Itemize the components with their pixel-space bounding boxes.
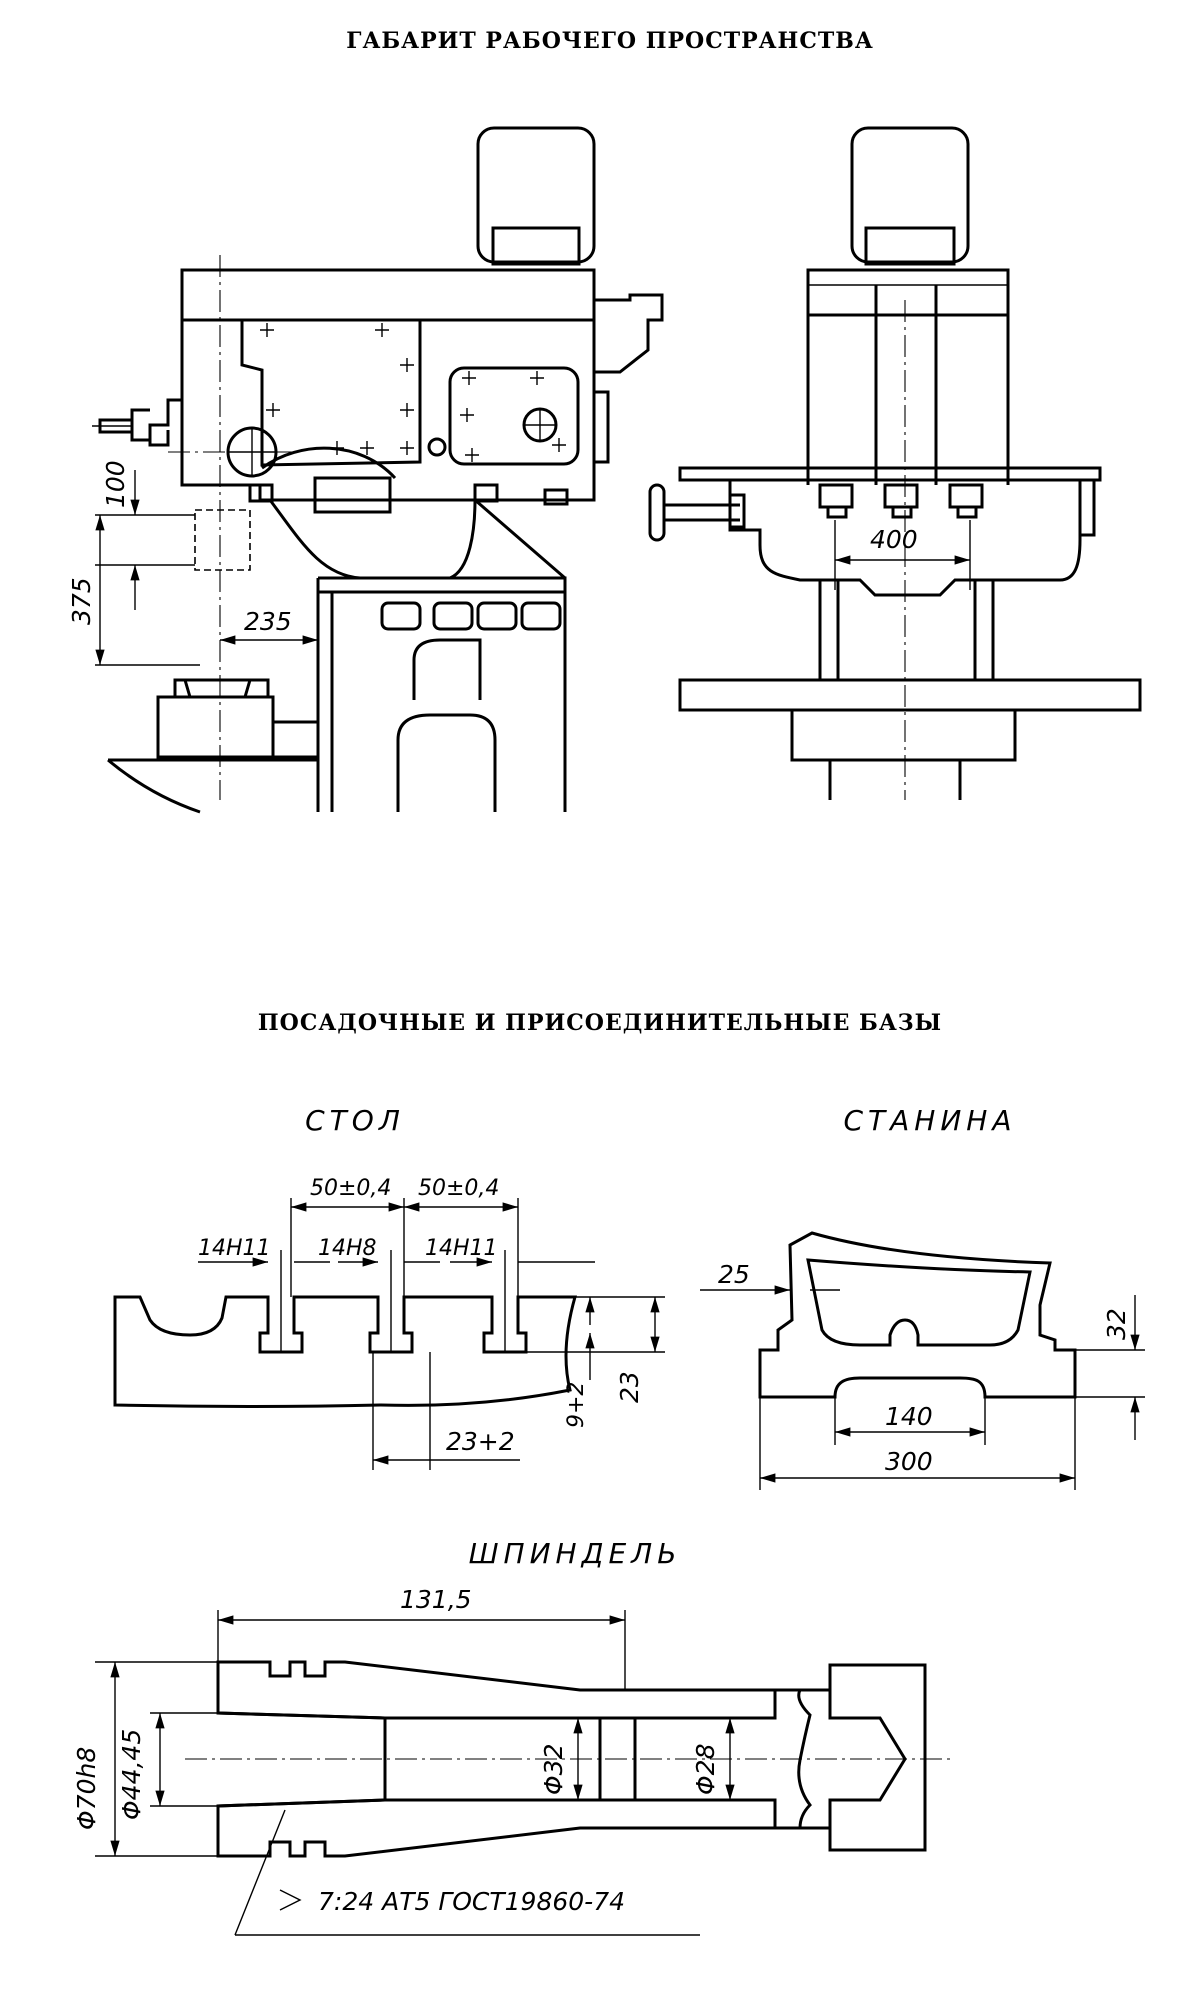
bed-dim-32: 32 — [1102, 1308, 1131, 1340]
spindle-taper-note: 7:24 АТ5 ГОСТ19860-74 — [318, 1887, 625, 1916]
dim-235: 235 — [244, 607, 292, 636]
dim-375: 375 — [67, 577, 96, 625]
spindle-taper-diameter: Φ44,45 — [117, 1729, 146, 1820]
table-slot-depth: 9+2 — [564, 1382, 589, 1428]
spindle-section-drawing — [95, 1610, 950, 1936]
front-view-drawing — [648, 126, 1142, 800]
dim-100: 100 — [101, 460, 130, 508]
bed-dim-25: 25 — [718, 1260, 750, 1289]
workspace-heading: ГАБАРИТ РАБОЧЕГО ПРОСТРАНСТВА — [346, 28, 873, 54]
table-spacing-left: 50±0,4 — [310, 1176, 391, 1201]
table-slot-right: 14H11 — [425, 1236, 498, 1261]
spindle-inner-diameter: Φ28 — [691, 1744, 720, 1796]
table-slot-center: 14H8 — [318, 1236, 377, 1261]
bed-view-label: СТАНИНА — [843, 1104, 1016, 1137]
spindle-outer-diameter: Φ70h8 — [72, 1747, 101, 1830]
table-slot-head: 23+2 — [446, 1427, 515, 1456]
table-spacing-right: 50±0,4 — [418, 1176, 499, 1201]
bed-dim-300: 300 — [885, 1447, 933, 1476]
table-slot-height: 23 — [615, 1371, 644, 1403]
spindle-bore-diameter: Φ32 — [539, 1744, 568, 1796]
spindle-view-label: ШПИНДЕЛЬ — [469, 1537, 682, 1570]
table-view-label: СТОЛ — [305, 1104, 405, 1137]
bases-heading: ПОСАДОЧНЫЕ И ПРИСОЕДИНИТЕЛЬНЫЕ БАЗЫ — [258, 1010, 942, 1036]
bed-dim-140: 140 — [885, 1402, 933, 1431]
side-view-drawing — [92, 126, 664, 814]
table-slot-left: 14H11 — [198, 1236, 271, 1261]
dim-400: 400 — [870, 525, 918, 554]
table-section-drawing — [113, 1198, 665, 1470]
spindle-length: 131,5 — [400, 1585, 472, 1614]
bed-section-drawing — [700, 1231, 1145, 1490]
